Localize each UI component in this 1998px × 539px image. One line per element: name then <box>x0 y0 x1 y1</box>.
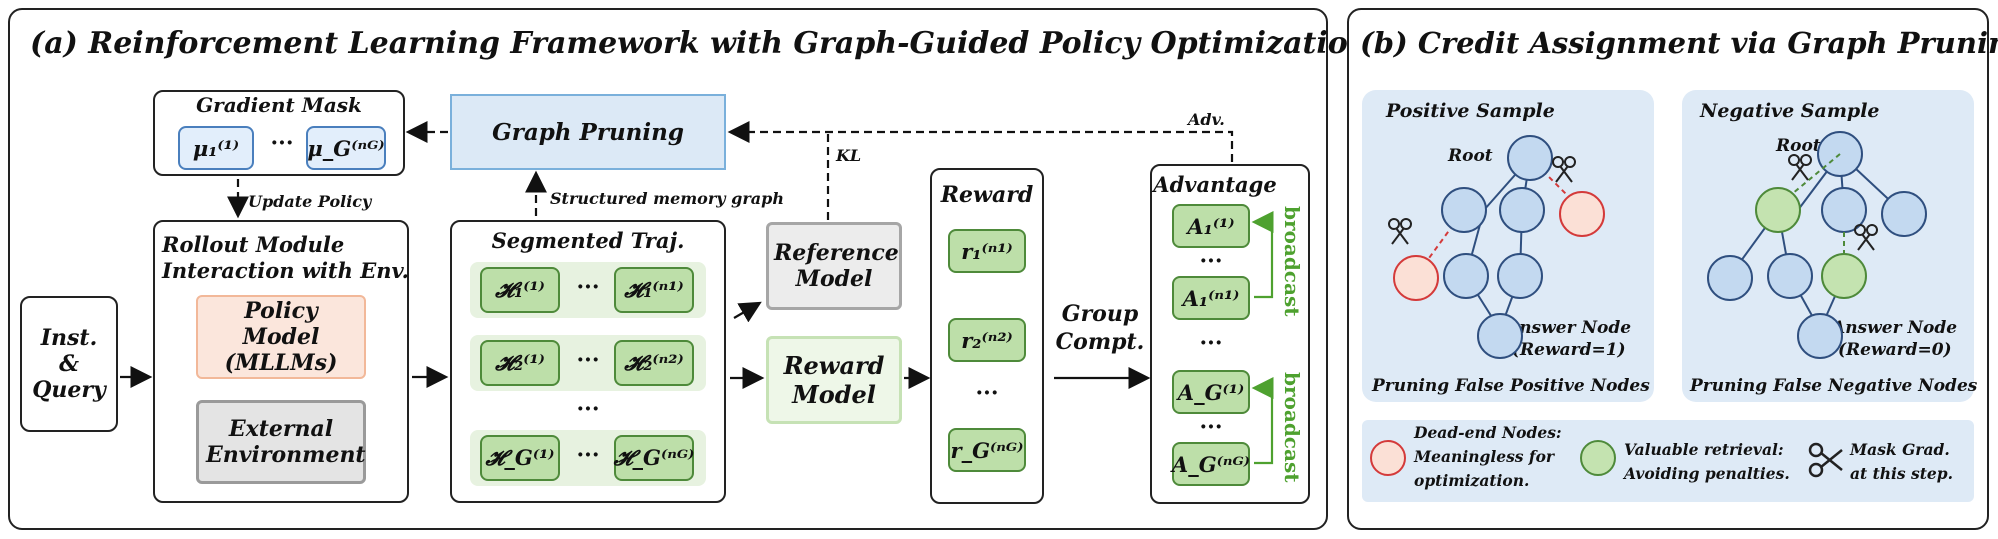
positive-node <box>1497 253 1543 299</box>
gradient-mask-cell-first: μ₁⁽¹⁾ <box>178 126 254 170</box>
positive-caption: Pruning False Positive Nodes <box>1372 376 1650 396</box>
negative-valuable-node <box>1755 187 1801 233</box>
positive-dead-end-node <box>1393 255 1439 301</box>
advantage-a1-n: A₁⁽ⁿ¹⁾ <box>1172 276 1250 320</box>
external-environment-label: External Environment <box>206 416 366 468</box>
kl-label: KL <box>836 146 862 165</box>
panel-b-title: (b) Credit Assignment via Graph Pruning <box>1360 26 1998 60</box>
reward-r2: r₂⁽ⁿ²⁾ <box>948 318 1026 362</box>
positive-node <box>1499 187 1545 233</box>
negative-node <box>1881 191 1927 237</box>
negative-tree <box>1729 153 1901 331</box>
negative-root-label: Root <box>1776 136 1821 156</box>
legend-valuable-1: Valuable retrieval: <box>1624 440 1784 459</box>
positive-sample-title: Positive Sample <box>1386 100 1555 122</box>
negative-scissors-icon-2 <box>1854 224 1878 251</box>
negative-answer-label-2: (Reward=0) <box>1838 340 1952 360</box>
gradient-mask-cell-last: μ_G⁽ⁿᴳ⁾ <box>306 126 386 170</box>
negative-answer-node <box>1797 313 1843 359</box>
traj-row-1-dots: ··· <box>576 274 600 300</box>
positive-scissors-icon-1 <box>1552 156 1576 183</box>
positive-answer-label-1: Answer Node <box>1506 318 1632 338</box>
legend-dead-end-2: Meaningless for <box>1414 447 1555 466</box>
update-policy-label: Update Policy <box>248 192 372 211</box>
rollout-title-line1: Rollout Module <box>162 232 345 257</box>
reward-model-label: Reward Model <box>783 351 885 409</box>
reward-r1: r₁⁽ⁿ¹⁾ <box>948 229 1026 273</box>
positive-root-node <box>1507 135 1553 181</box>
broadcast-label-bottom: broadcast <box>1280 372 1304 483</box>
positive-root-label: Root <box>1448 146 1493 166</box>
arrow-traj-to-reference <box>733 301 762 323</box>
traj-row-2-dots: ··· <box>576 347 600 373</box>
positive-answer-label-2: (Reward=1) <box>1512 340 1626 360</box>
legend-mask-1: Mask Grad. <box>1850 440 1950 459</box>
advantage-title: Advantage <box>1153 172 1277 197</box>
segmented-traj-title: Segmented Traj. <box>491 228 685 253</box>
positive-node <box>1443 253 1489 299</box>
traj-row-g-dots: ··· <box>576 442 600 468</box>
traj-vertical-dots: ··· <box>576 396 600 422</box>
reward-dots: ··· <box>975 380 999 406</box>
broadcast-bracket-top <box>1251 211 1274 299</box>
traj-row-1-first: 𝓗₁⁽¹⁾ <box>480 267 560 313</box>
inst-query-label: Inst. & Query <box>32 325 106 403</box>
traj-row-1-last: 𝓗₁⁽ⁿ¹⁾ <box>614 267 694 313</box>
negative-sample-title: Negative Sample <box>1700 100 1880 122</box>
inst-query-box: Inst. & Query <box>20 296 118 432</box>
gradient-mask-title: Gradient Mask <box>196 93 362 117</box>
legend-dead-end-1: Dead-end Nodes: <box>1414 423 1562 442</box>
broadcast-bracket-bottom <box>1251 377 1274 465</box>
graph-pruning-box: Graph Pruning <box>450 94 726 170</box>
advantage-dots-1: ··· <box>1199 248 1223 274</box>
traj-row-2-first: 𝓗₂⁽¹⁾ <box>480 340 560 386</box>
legend-mask-2: at this step. <box>1850 464 1954 483</box>
traj-row-g-last: 𝓗_G⁽ⁿᴳ⁾ <box>614 435 694 481</box>
negative-valuable-node <box>1821 253 1867 299</box>
negative-answer-label-1: Answer Node <box>1832 318 1958 338</box>
reward-rg: r_G⁽ⁿᴳ⁾ <box>948 428 1026 472</box>
reward-model-box: Reward Model <box>766 336 902 424</box>
positive-tree <box>1415 157 1583 331</box>
adv-label: Adv. <box>1188 110 1225 129</box>
advantage-a1-1: A₁⁽¹⁾ <box>1172 204 1250 248</box>
positive-scissors-icon-2 <box>1388 218 1412 245</box>
positive-dead-end-node <box>1559 191 1605 237</box>
arrow-adv-to-pruning <box>727 121 1234 162</box>
rollout-title-line2: Interaction with Env. <box>162 258 409 283</box>
traj-row-g-first: 𝓗_G⁽¹⁾ <box>480 435 560 481</box>
negative-scissors-icon-1 <box>1788 154 1812 181</box>
reference-model-box: Reference Model <box>766 222 902 310</box>
scissors-icon <box>1806 440 1846 480</box>
advantage-ag-n: A_G⁽ⁿᴳ⁾ <box>1172 442 1250 486</box>
legend-dead-end-3: optimization. <box>1414 471 1530 490</box>
traj-row-2-last: 𝓗₂⁽ⁿ²⁾ <box>614 340 694 386</box>
advantage-ag-1: A_G⁽¹⁾ <box>1172 370 1250 414</box>
negative-caption: Pruning False Negative Nodes <box>1690 376 1978 396</box>
external-environment-box: External Environment <box>196 400 366 484</box>
group-compt-label: Group Compt. <box>1055 301 1145 355</box>
positive-node <box>1441 187 1487 233</box>
policy-model-label: Policy Model (MLLMs) <box>224 298 338 376</box>
legend-panel <box>1362 420 1974 502</box>
graph-pruning-label: Graph Pruning <box>492 118 684 146</box>
negative-node <box>1707 255 1753 301</box>
policy-model-box: Policy Model (MLLMs) <box>196 295 366 379</box>
valuable-node-icon <box>1580 440 1616 476</box>
panel-a-title: (a) Reinforcement Learning Framework wit… <box>30 26 1370 61</box>
advantage-dots-mid: ··· <box>1199 330 1223 356</box>
advantage-dots-2: ··· <box>1199 414 1223 440</box>
reward-title: Reward <box>940 182 1034 208</box>
positive-answer-node <box>1477 313 1523 359</box>
legend-valuable-2: Avoiding penalties. <box>1624 464 1790 483</box>
gradient-mask-dots: ··· <box>270 130 294 156</box>
broadcast-label-top: broadcast <box>1280 206 1304 317</box>
dead-end-node-icon <box>1370 440 1406 476</box>
structured-memory-graph-label: Structured memory graph <box>550 189 784 208</box>
negative-node <box>1767 253 1813 299</box>
reference-model-label: Reference Model <box>774 240 899 292</box>
